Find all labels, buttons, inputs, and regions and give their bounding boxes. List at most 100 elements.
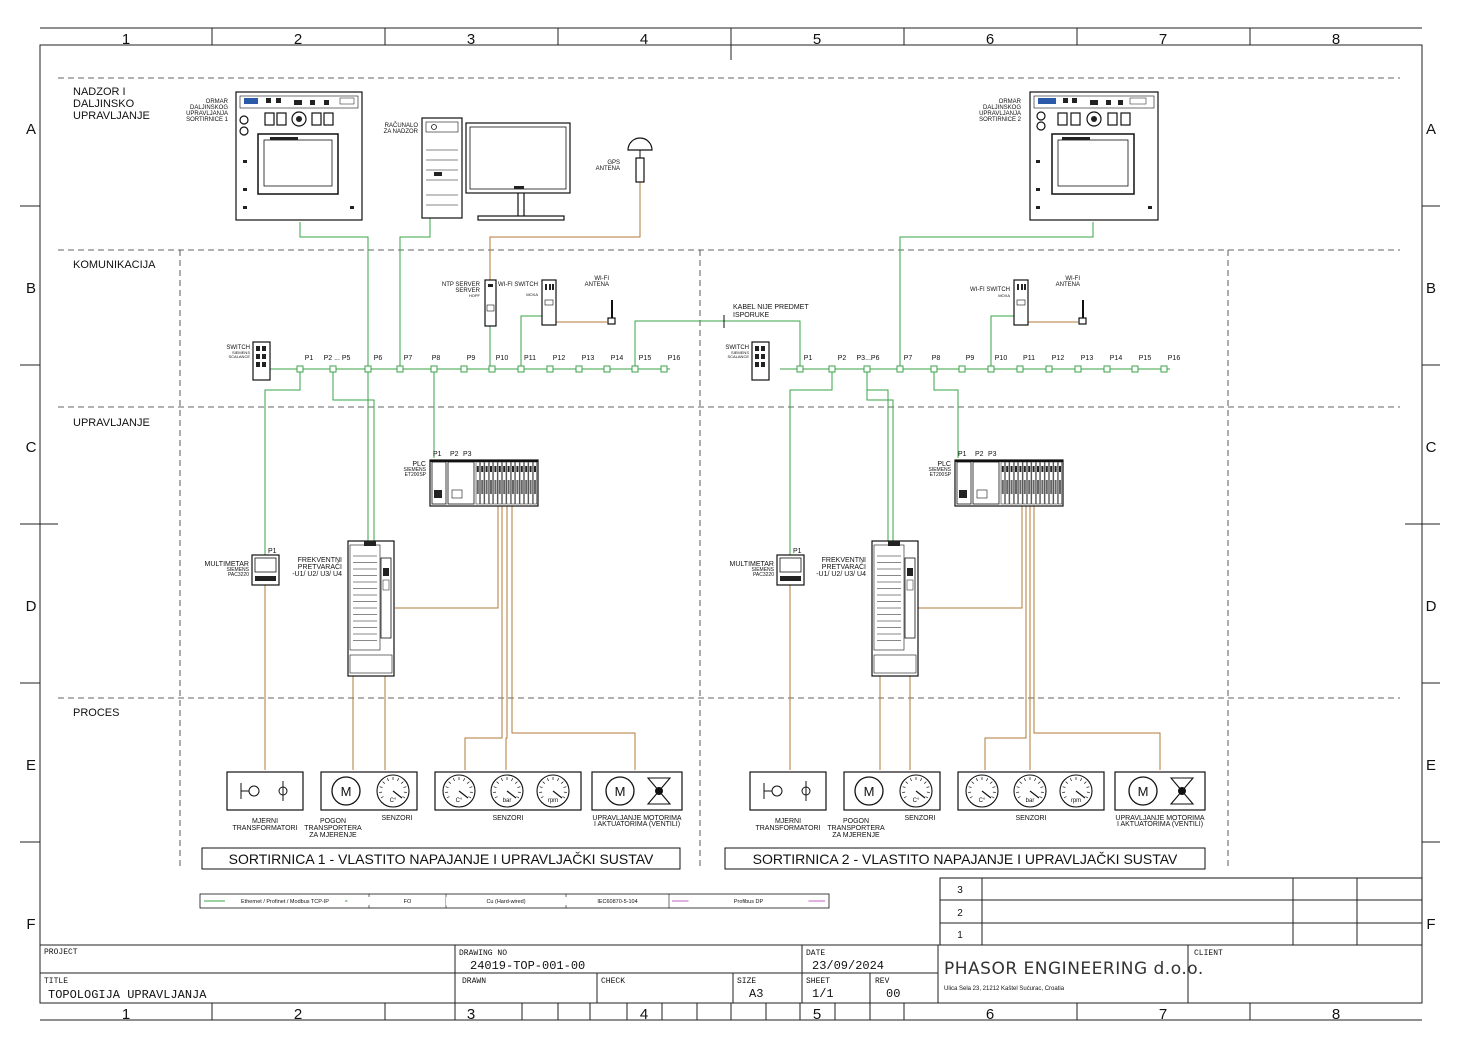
drawing-title: TOPOLOGIJA UPRAVLJANJA bbox=[48, 988, 207, 1002]
row-label: C bbox=[26, 439, 37, 456]
gauge-tick bbox=[909, 778, 912, 782]
switch-port bbox=[460, 365, 468, 373]
plc-port-label: P1 bbox=[958, 451, 967, 458]
port-label: P7 bbox=[404, 355, 413, 362]
gauge-tick bbox=[379, 786, 383, 788]
column-label: 6 bbox=[986, 1006, 994, 1023]
column-label: 5 bbox=[813, 1006, 821, 1023]
svg-text:SORTIRNICA 1 - VLASTITO NAPAJA: SORTIRNICA 1 - VLASTITO NAPAJANJE I UPRA… bbox=[229, 851, 654, 867]
plc-io-led bbox=[1001, 466, 1004, 472]
plc-port-label: P1 bbox=[433, 451, 442, 458]
switch-port bbox=[1016, 365, 1024, 373]
title-block: PROJECT DRAWING NO 24019-TOP-001-00 DATE… bbox=[40, 944, 1422, 1020]
gauge-tick bbox=[493, 786, 497, 788]
column-label: 8 bbox=[1332, 1006, 1340, 1023]
svg-text:SWITCH: SWITCH bbox=[226, 345, 250, 351]
svg-text:WI-FI SWITCH: WI-FI SWITCH bbox=[498, 282, 538, 288]
rev-label: REV bbox=[875, 977, 890, 986]
column-label: 7 bbox=[1159, 1006, 1167, 1023]
sheet-value: 1/1 bbox=[812, 987, 834, 1001]
column-label: 4 bbox=[640, 1006, 648, 1023]
row-label: F bbox=[26, 916, 35, 933]
section-dividers bbox=[58, 77, 1400, 870]
gauge-tick bbox=[925, 796, 929, 799]
switch-port bbox=[863, 365, 871, 373]
client-label: CLIENT bbox=[1194, 949, 1223, 958]
gauge-tick bbox=[1019, 781, 1023, 784]
gauge-tick bbox=[1083, 781, 1087, 784]
plc-io-terminal bbox=[1059, 480, 1061, 494]
port-label: P12 bbox=[553, 355, 566, 362]
plc-port-label: P2 bbox=[975, 451, 984, 458]
plc-io-led bbox=[1050, 466, 1053, 472]
gauge-tick bbox=[923, 781, 927, 784]
port-label: P16 bbox=[668, 355, 681, 362]
legend-label-bg bbox=[446, 897, 566, 905]
port-label: P16 bbox=[1168, 355, 1181, 362]
plc-io-terminal bbox=[1054, 480, 1057, 494]
port-label: P15 bbox=[1139, 355, 1152, 362]
port-label: P8 bbox=[432, 355, 441, 362]
row-label: E bbox=[1426, 757, 1436, 774]
system-title-2: SORTIRNICA 2 - VLASTITO NAPAJANJE I UPRA… bbox=[724, 847, 1206, 870]
switch-port bbox=[958, 365, 966, 373]
wifi-switch-right: WI-FI SWITCH MOXA bbox=[970, 279, 1029, 326]
gauge-tick bbox=[1039, 796, 1043, 799]
gauge-unit: rpm bbox=[1071, 798, 1081, 804]
plc-io-terminal bbox=[498, 480, 501, 494]
gauge-tick bbox=[1065, 781, 1069, 784]
gauge-needle bbox=[915, 790, 926, 799]
row-label: E bbox=[26, 757, 36, 774]
switch-port bbox=[896, 365, 904, 373]
gauge-unit: C° bbox=[456, 798, 463, 804]
gauge-tick bbox=[557, 778, 560, 782]
drive-sensor-label: SENZORI bbox=[381, 815, 412, 822]
plc-io-terminal bbox=[1041, 480, 1044, 494]
switch-port bbox=[930, 365, 938, 373]
gauge-tick bbox=[382, 781, 386, 784]
port-label: P2 ... P5 bbox=[324, 355, 351, 362]
legend-label-bg bbox=[688, 897, 809, 905]
port-label: P14 bbox=[1110, 355, 1123, 362]
section-communication-label: KOMUNIKACIJA bbox=[73, 259, 156, 271]
port-label: P9 bbox=[467, 355, 476, 362]
plc-io-led bbox=[512, 466, 514, 472]
gauge-tick bbox=[400, 781, 404, 784]
legend-label-bg bbox=[225, 897, 345, 905]
gauge-needle bbox=[981, 790, 992, 799]
gauge-unit: C° bbox=[390, 798, 397, 804]
legend-label-bg bbox=[347, 897, 468, 905]
plc-io-led bbox=[1054, 466, 1057, 472]
gauge-tick bbox=[380, 796, 384, 799]
plc-io-terminal bbox=[525, 480, 528, 494]
motor-letter: M bbox=[864, 784, 875, 799]
gauge-tick bbox=[1086, 786, 1090, 788]
gauge-tick bbox=[1023, 778, 1026, 782]
gauge-tick bbox=[971, 781, 975, 784]
multimeter-port-label: P1 bbox=[268, 548, 277, 555]
gauge-tick bbox=[560, 781, 564, 784]
plc-io-terminal bbox=[1050, 480, 1053, 494]
gauge-tick bbox=[514, 781, 518, 784]
port-label: P13 bbox=[1081, 355, 1094, 362]
gauge-tick bbox=[563, 786, 567, 788]
motor-icon bbox=[605, 776, 635, 806]
plc-port-label: P3 bbox=[463, 451, 472, 458]
sensors-label: SENZORI bbox=[1015, 815, 1046, 822]
gauge-tick bbox=[494, 796, 498, 799]
drawing-no: 24019-TOP-001-00 bbox=[470, 959, 585, 973]
switch-port bbox=[430, 365, 438, 373]
